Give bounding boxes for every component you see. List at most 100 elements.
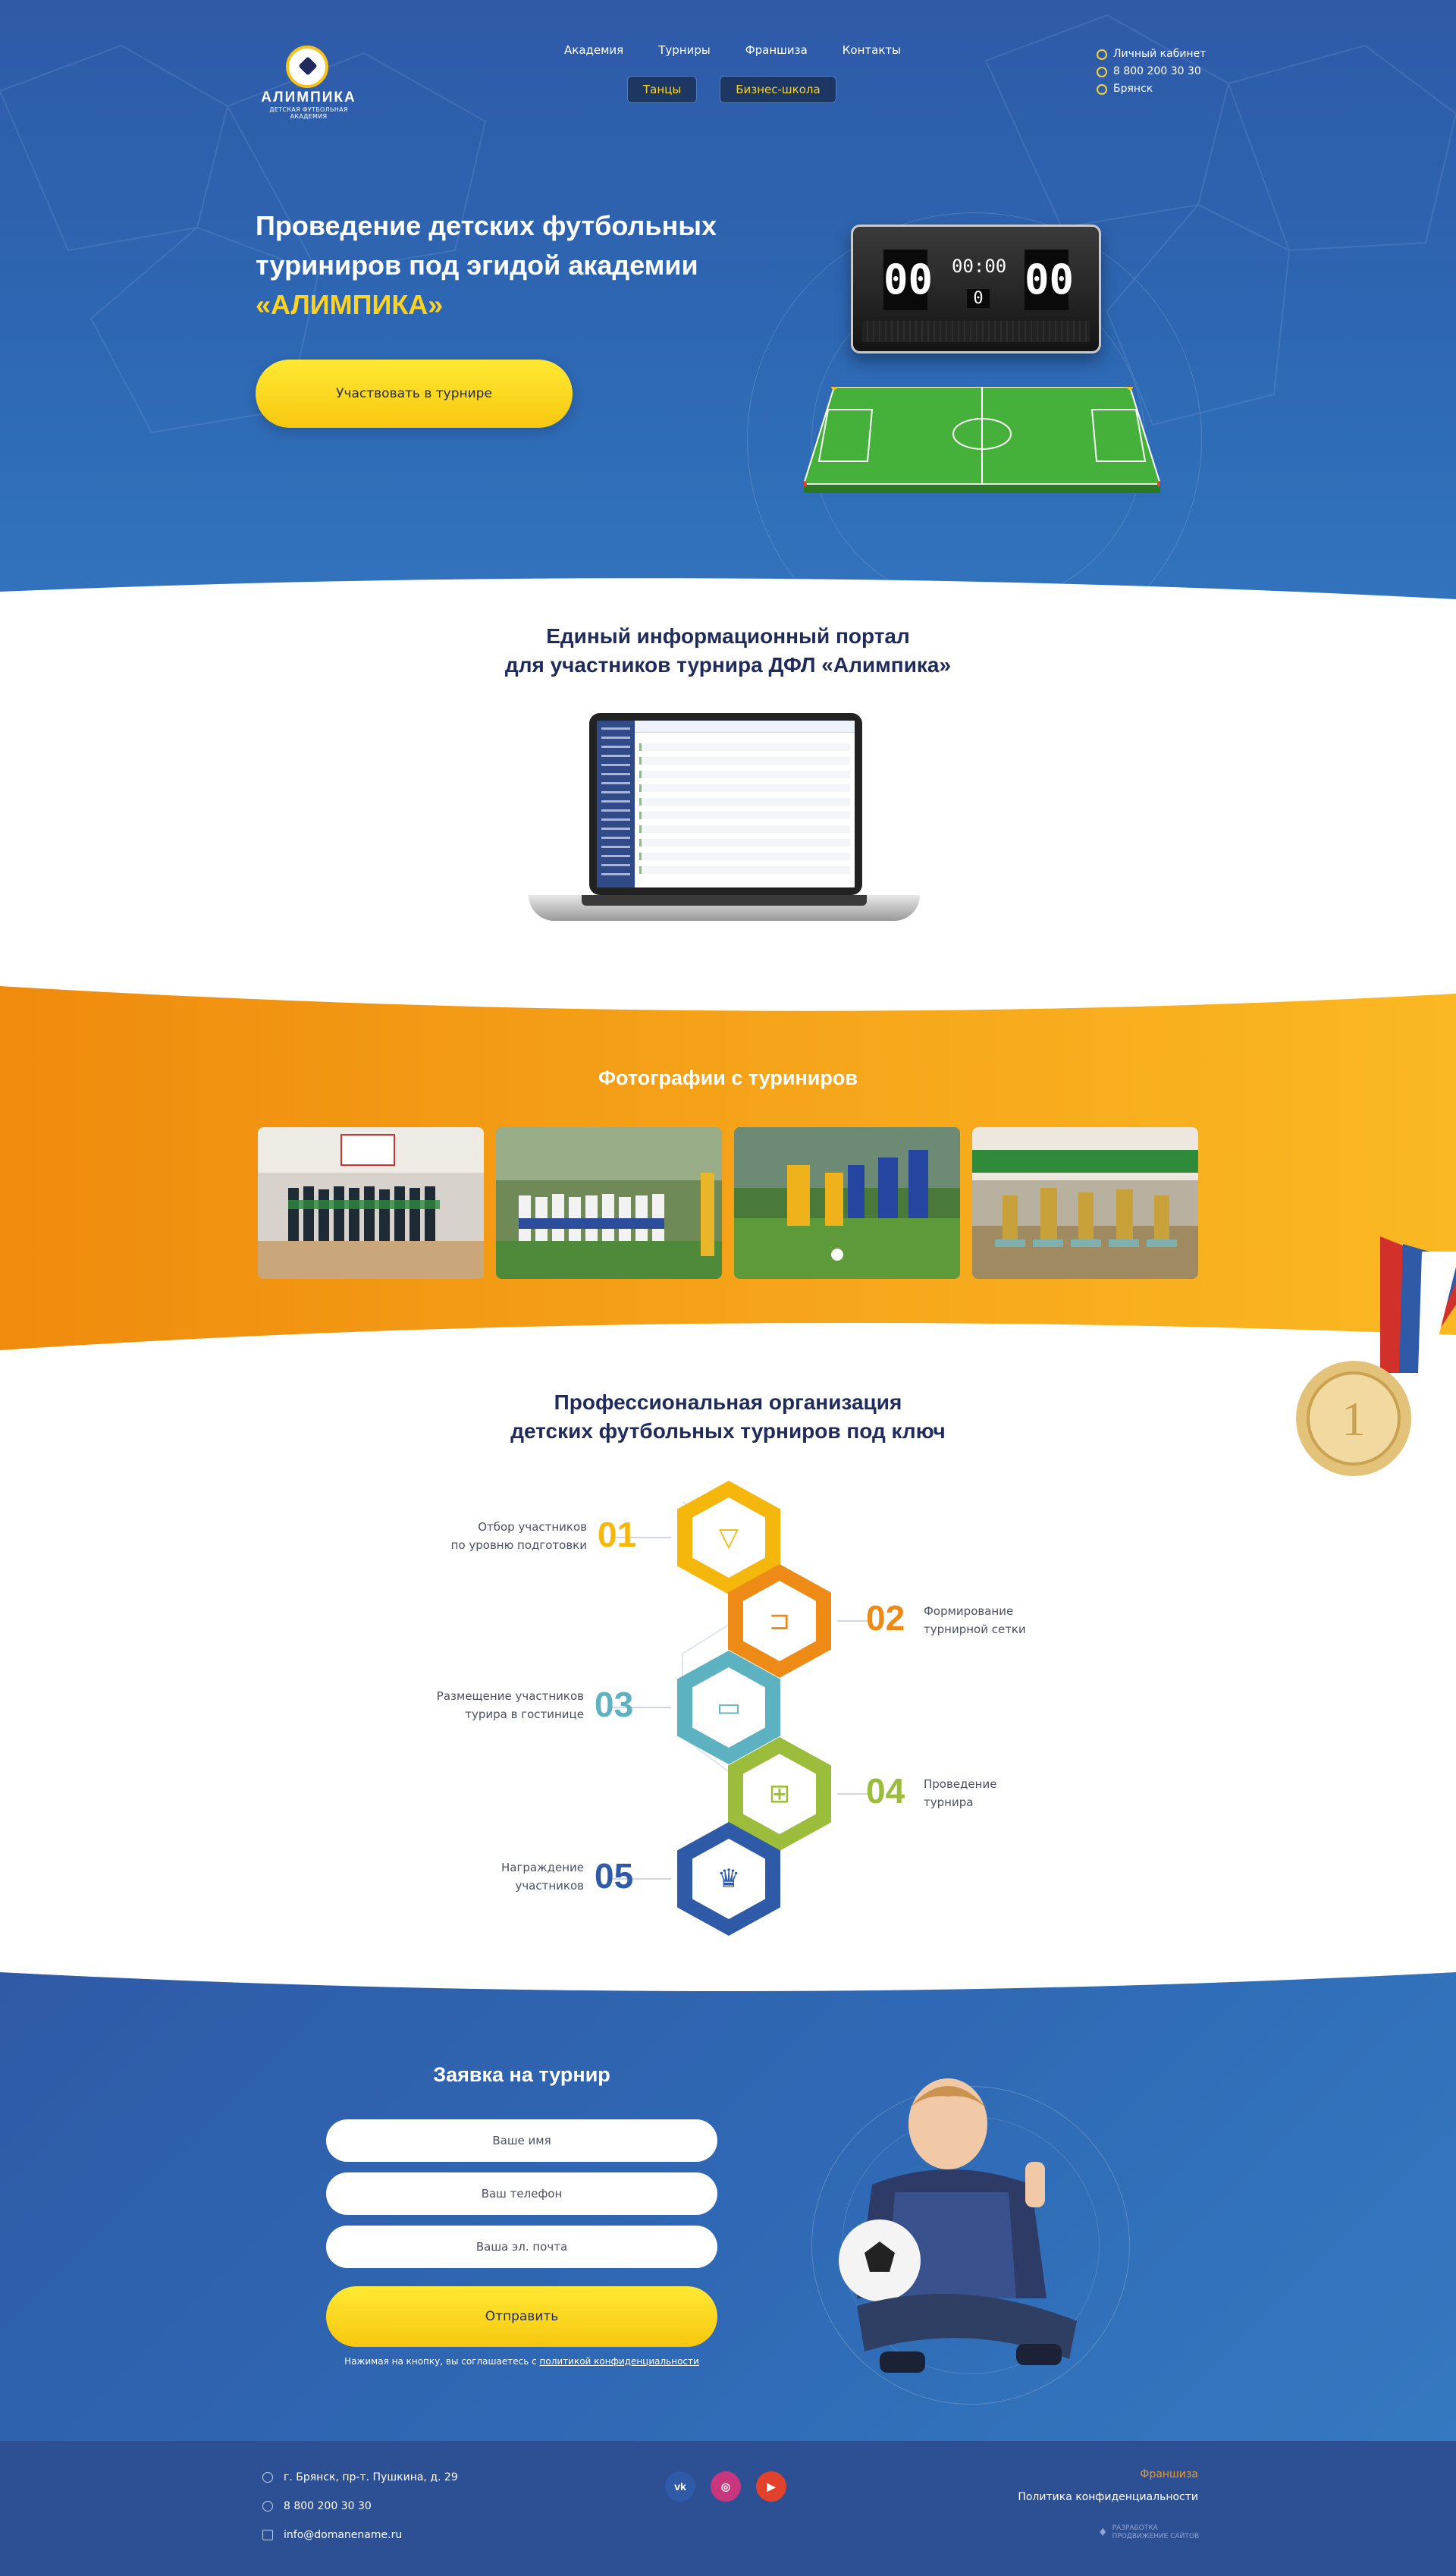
wave-divider xyxy=(0,578,1456,622)
header-city-text: Брянск xyxy=(1113,83,1153,95)
privacy-policy-link[interactable]: политикой конфиденциальности xyxy=(539,2356,699,2367)
phone-icon xyxy=(1097,66,1107,77)
nav-item-contacts[interactable]: Контакты xyxy=(842,43,901,57)
step-02-text: Формирование турнирной сетки xyxy=(924,1604,1026,1636)
header-phone-text: 8 800 200 30 30 xyxy=(1113,65,1201,77)
step-04-number: 04 xyxy=(866,1771,905,1811)
hero-title-text: Проведение детских футбольных туриниров … xyxy=(256,210,717,281)
participate-button[interactable]: Участвовать в турнире xyxy=(256,360,573,428)
hero-background-pattern xyxy=(0,14,1456,434)
step-03-number: 03 xyxy=(595,1685,634,1724)
nav-item-franchise[interactable]: Франшиза xyxy=(745,43,808,57)
app-sidebar xyxy=(597,721,635,887)
process-title: Профессиональная организация детских фут… xyxy=(0,1388,1456,1446)
user-icon xyxy=(1097,49,1107,60)
app-row xyxy=(639,812,850,819)
pitch-icon: ⊞ xyxy=(743,1754,816,1834)
form-title: Заявка на турнир xyxy=(433,2063,610,2086)
portal-title-line2: для участников турнира ДФЛ «Алимпика» xyxy=(504,653,952,677)
tournament-photo-3[interactable] xyxy=(734,1127,960,1279)
wave-divider-top xyxy=(0,986,1456,1011)
step-05-number: 05 xyxy=(595,1856,634,1896)
hero-section: АЛИМПИКА ДЕТСКАЯ ФУТБОЛЬНАЯ АКАДЕМИЯ Ака… xyxy=(0,0,1456,599)
svg-text:1: 1 xyxy=(1341,1392,1366,1446)
app-row xyxy=(639,743,850,751)
logo-subtitle: ДЕТСКАЯ ФУТБОЛЬНАЯ АКАДЕМИЯ xyxy=(269,106,348,120)
location-pin-icon xyxy=(262,2472,273,2483)
tournament-photo-2[interactable] xyxy=(496,1127,722,1279)
step-01-text: Отбор участников по уровню подготовки xyxy=(450,1520,587,1552)
nav-pill-business-school[interactable]: Бизнес-школа xyxy=(720,76,836,103)
header-phone[interactable]: 8 800 200 30 30 xyxy=(1097,63,1206,80)
youtube-icon[interactable]: ▶ xyxy=(756,2471,786,2502)
step-01-number: 01 xyxy=(598,1515,637,1554)
wave-divider-bottom xyxy=(0,1323,1456,1365)
step-03-hex: ▭ xyxy=(677,1651,780,1764)
score-period: 0 xyxy=(967,289,990,308)
portal-title: Единый информационный портал для участни… xyxy=(0,622,1456,680)
tournament-photo-1[interactable] xyxy=(258,1127,484,1279)
process-title-line2: детских футбольных турниров под ключ xyxy=(510,1419,946,1443)
footer-privacy-link[interactable]: Политика конфиденциальности xyxy=(1018,2491,1198,2503)
mail-icon xyxy=(262,2530,273,2540)
app-row xyxy=(639,866,850,874)
app-row xyxy=(639,825,850,833)
bracket-icon: ⊐ xyxy=(743,1581,816,1661)
hero-title: Проведение детских футбольных туриниров … xyxy=(256,206,726,325)
footer: г. Брянск, пр-т. Пушкина, д. 29 8 800 20… xyxy=(0,2441,1456,2576)
photos-title: Фотографии с туриниров xyxy=(598,1067,858,1089)
nav-pill-dance[interactable]: Танцы xyxy=(627,76,698,103)
footer-email[interactable]: info@domanename.ru xyxy=(262,2529,402,2541)
tournament-photo-4[interactable] xyxy=(972,1127,1198,1279)
boy-with-ball-photo xyxy=(839,2078,1077,2373)
footer-address: г. Брянск, пр-т. Пушкина, д. 29 xyxy=(262,2471,458,2483)
step-02-number: 02 xyxy=(866,1598,905,1638)
app-row xyxy=(639,784,850,792)
process-title-line1: Профессиональная организация xyxy=(554,1390,902,1414)
account-link[interactable]: Личный кабинет xyxy=(1097,46,1206,63)
footer-phone[interactable]: 8 800 200 30 30 xyxy=(262,2500,372,2512)
vk-icon[interactable]: vk xyxy=(665,2471,695,2502)
scoreboard: 00 00:00 0 00 xyxy=(851,225,1101,353)
trophy-icon: ♛ xyxy=(692,1839,765,1919)
app-row xyxy=(639,798,850,806)
phone-input[interactable] xyxy=(326,2172,717,2215)
app-row xyxy=(639,771,850,778)
process-section: 1 Профессиональная организация детских ф… xyxy=(0,1236,1456,1987)
developer-logo-icon: ♦ xyxy=(1098,2526,1108,2539)
score-time: 00:00 xyxy=(952,256,1007,277)
nav-item-academy[interactable]: Академия xyxy=(564,43,624,57)
decor-ring xyxy=(811,2086,1130,2405)
sub-nav: Танцы Бизнес-школа xyxy=(627,76,836,103)
scoreboard-led-strip xyxy=(862,321,1090,342)
portal-app-screenshot xyxy=(597,721,855,887)
submit-button[interactable]: Отправить xyxy=(326,2286,717,2347)
laptop-hinge xyxy=(582,895,867,906)
header-contacts: Личный кабинет 8 800 200 30 30 Брянск xyxy=(1097,46,1206,98)
footer-franchise-link[interactable]: Франшиза xyxy=(1140,2468,1198,2480)
step-04-text: Проведение турнира xyxy=(924,1777,997,1809)
phone-icon xyxy=(262,2501,273,2512)
main-nav: Академия Турниры Франшиза Контакты xyxy=(564,43,901,57)
laptop-screen xyxy=(589,713,862,895)
score-left: 00 xyxy=(883,250,933,310)
header-city[interactable]: Брянск xyxy=(1097,80,1206,98)
laptop-mockup xyxy=(529,713,920,948)
step-05-hex: ♛ xyxy=(677,1822,780,1936)
app-toolbar xyxy=(635,721,855,733)
nav-item-tournaments[interactable]: Турниры xyxy=(658,43,711,57)
app-row xyxy=(639,853,850,860)
instagram-icon[interactable]: ◎ xyxy=(711,2471,741,2502)
app-row xyxy=(639,757,850,765)
location-pin-icon xyxy=(1097,83,1107,95)
ball-icon xyxy=(286,46,328,88)
app-row xyxy=(639,839,850,847)
logo-title: АЛИМПИКА xyxy=(261,90,356,105)
hero-title-accent: «АЛИМПИКА» xyxy=(256,289,444,320)
logo[interactable]: АЛИМПИКА ДЕТСКАЯ ФУТБОЛЬНАЯ АКАДЕМИЯ xyxy=(256,46,362,120)
name-input[interactable] xyxy=(326,2119,717,2162)
bed-icon: ▭ xyxy=(692,1667,765,1748)
photos-section: Фотографии с туриниров xyxy=(0,986,1456,1365)
email-input[interactable] xyxy=(326,2226,717,2268)
